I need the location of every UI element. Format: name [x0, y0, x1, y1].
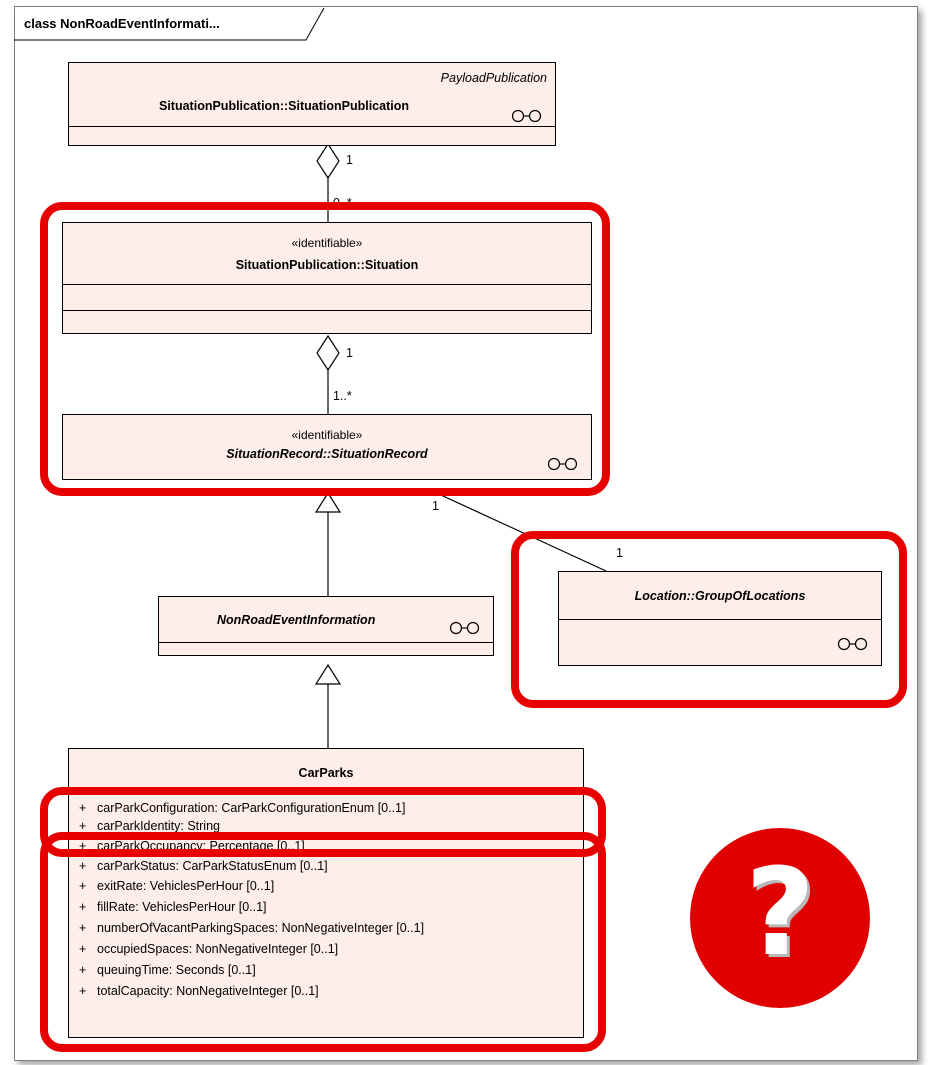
operations-compartment	[63, 311, 591, 333]
multiplicity-label: 1	[346, 153, 353, 167]
visibility-marker: +	[79, 819, 87, 833]
link-icon	[449, 621, 480, 635]
attributes-compartment	[69, 127, 555, 145]
attribute-row: + exitRate: VehiclesPerHour [0..1]	[79, 879, 274, 893]
attributes-compartment	[559, 620, 881, 665]
class-name: Location::GroupOfLocations	[634, 589, 806, 603]
visibility-marker: +	[79, 900, 87, 914]
class-car-parks[interactable]: CarParks + carParkConfiguration: CarParkC…	[68, 748, 584, 1038]
visibility-marker: +	[79, 859, 87, 873]
multiplicity-label: 1	[432, 499, 439, 513]
class-name: NonRoadEventInformation	[217, 613, 376, 627]
parent-class-label: PayloadPublication	[440, 71, 547, 85]
aggregation-diamond-publication	[316, 142, 340, 180]
attribute-text: carParkIdentity: String	[97, 819, 220, 833]
attribute-text: exitRate: VehiclesPerHour [0..1]	[97, 879, 275, 893]
attribute-row: + numberOfVacantParkingSpaces: NonNegativ…	[79, 921, 424, 935]
class-group-of-locations[interactable]: Location::GroupOfLocations	[558, 571, 882, 666]
attributes-compartment	[159, 643, 493, 657]
class-non-road-event-information[interactable]: NonRoadEventInformation	[158, 596, 494, 656]
class-situation-publication[interactable]: PayloadPublication SituationPublication:…	[68, 62, 556, 146]
attribute-text: carParkStatus: CarParkStatusEnum [0..1]	[97, 859, 328, 873]
visibility-marker: +	[79, 879, 87, 893]
visibility-marker: +	[79, 984, 87, 998]
question-badge: ?	[690, 828, 870, 1008]
class-name: SituationPublication::SituationPublicati…	[159, 99, 409, 113]
visibility-marker: +	[79, 963, 87, 977]
attributes-compartment	[63, 285, 591, 311]
generalization-arrow-record	[314, 491, 342, 513]
question-mark-icon: ?	[745, 844, 815, 983]
attribute-row: + totalCapacity: NonNegativeInteger [0..1…	[79, 984, 319, 998]
attribute-row: + carParkIdentity: String	[79, 819, 220, 833]
visibility-marker: +	[79, 801, 87, 815]
attribute-text: numberOfVacantParkingSpaces: NonNegative…	[97, 921, 425, 935]
attribute-row: + occupiedSpaces: NonNegativeInteger [0..…	[79, 942, 338, 956]
class-name: CarParks	[298, 766, 354, 780]
frame-title-tab-border	[14, 7, 325, 41]
multiplicity-label: 1..*	[333, 389, 352, 403]
attribute-text: queuingTime: Seconds [0..1]	[97, 963, 256, 977]
class-situation-record[interactable]: «identifiable» SituationRecord::Situatio…	[62, 414, 592, 480]
visibility-marker: +	[79, 839, 87, 853]
class-name: SituationRecord::SituationRecord	[226, 447, 428, 461]
class-situation[interactable]: «identifiable» SituationPublication::Sit…	[62, 222, 592, 334]
attribute-text: fillRate: VehiclesPerHour [0..1]	[97, 900, 267, 914]
attribute-row: + carParkOccupancy: Percentage [0..1]	[79, 839, 305, 853]
frame-title: class NonRoadEventInformati...	[24, 16, 220, 31]
link-icon	[547, 457, 578, 471]
stereotype-label: «identifiable»	[291, 428, 363, 442]
association-line-record-location	[429, 489, 607, 572]
multiplicity-label: 1	[616, 546, 623, 560]
link-icon	[837, 637, 868, 651]
attribute-text: carParkConfiguration: CarParkConfigurati…	[97, 801, 406, 815]
attribute-text: carParkOccupancy: Percentage [0..1]	[97, 839, 305, 853]
multiplicity-label: 0..*	[333, 196, 352, 210]
class-name: SituationPublication::Situation	[235, 258, 419, 272]
aggregation-diamond-situation	[316, 334, 340, 372]
attribute-row: + fillRate: VehiclesPerHour [0..1]	[79, 900, 267, 914]
attribute-text: occupiedSpaces: NonNegativeInteger [0..1…	[97, 942, 339, 956]
attribute-row: + carParkStatus: CarParkStatusEnum [0..1]	[79, 859, 328, 873]
stereotype-label: «identifiable»	[291, 236, 363, 250]
visibility-marker: +	[79, 921, 87, 935]
attribute-row: + carParkConfiguration: CarParkConfigurat…	[79, 801, 405, 815]
attribute-text: totalCapacity: NonNegativeInteger [0..1]	[97, 984, 319, 998]
generalization-arrow-nonroad	[314, 663, 342, 685]
visibility-marker: +	[79, 942, 87, 956]
attributes-compartment: + carParkConfiguration: CarParkConfigurat…	[69, 795, 583, 1039]
link-icon	[511, 109, 542, 123]
attribute-row: + queuingTime: Seconds [0..1]	[79, 963, 256, 977]
multiplicity-label: 1	[346, 346, 353, 360]
